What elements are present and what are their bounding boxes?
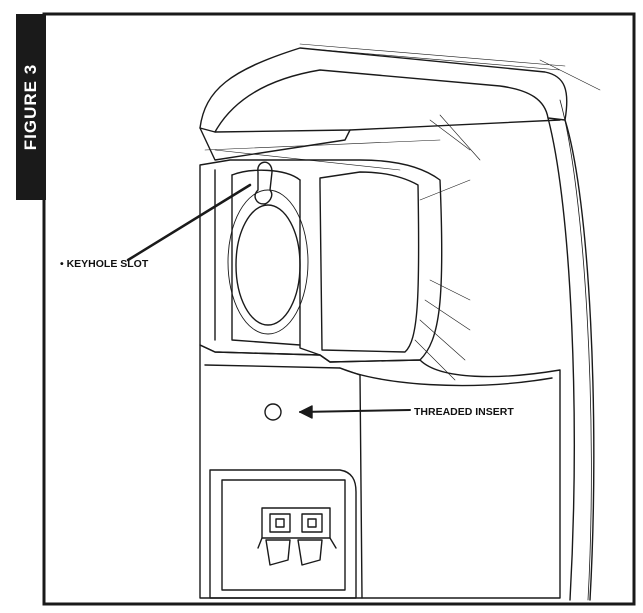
oval-recess bbox=[235, 204, 301, 326]
terminal-cup bbox=[209, 469, 357, 599]
figure-border bbox=[42, 12, 636, 606]
keyhole-slot-shape bbox=[254, 161, 273, 205]
terminal-plate bbox=[261, 507, 331, 539]
speaker-top-cap bbox=[199, 47, 568, 133]
threaded-insert-hole bbox=[264, 403, 282, 421]
insert-leader-line bbox=[299, 409, 411, 413]
keyhole-leader-line bbox=[126, 183, 252, 262]
terminal-black bbox=[301, 513, 323, 533]
speaker-side-panel bbox=[564, 119, 595, 601]
lower-cabinet bbox=[199, 344, 561, 599]
terminal-lever-right bbox=[297, 539, 323, 566]
figure-label: FIGURE 3 bbox=[21, 63, 40, 151]
keyhole-slot-label: • KEYHOLE SLOT bbox=[60, 258, 149, 270]
figure-tab bbox=[16, 14, 46, 200]
terminal-red bbox=[269, 513, 291, 533]
terminal-lever-left bbox=[265, 539, 291, 566]
threaded-insert-label: THREADED INSERT bbox=[414, 406, 514, 418]
